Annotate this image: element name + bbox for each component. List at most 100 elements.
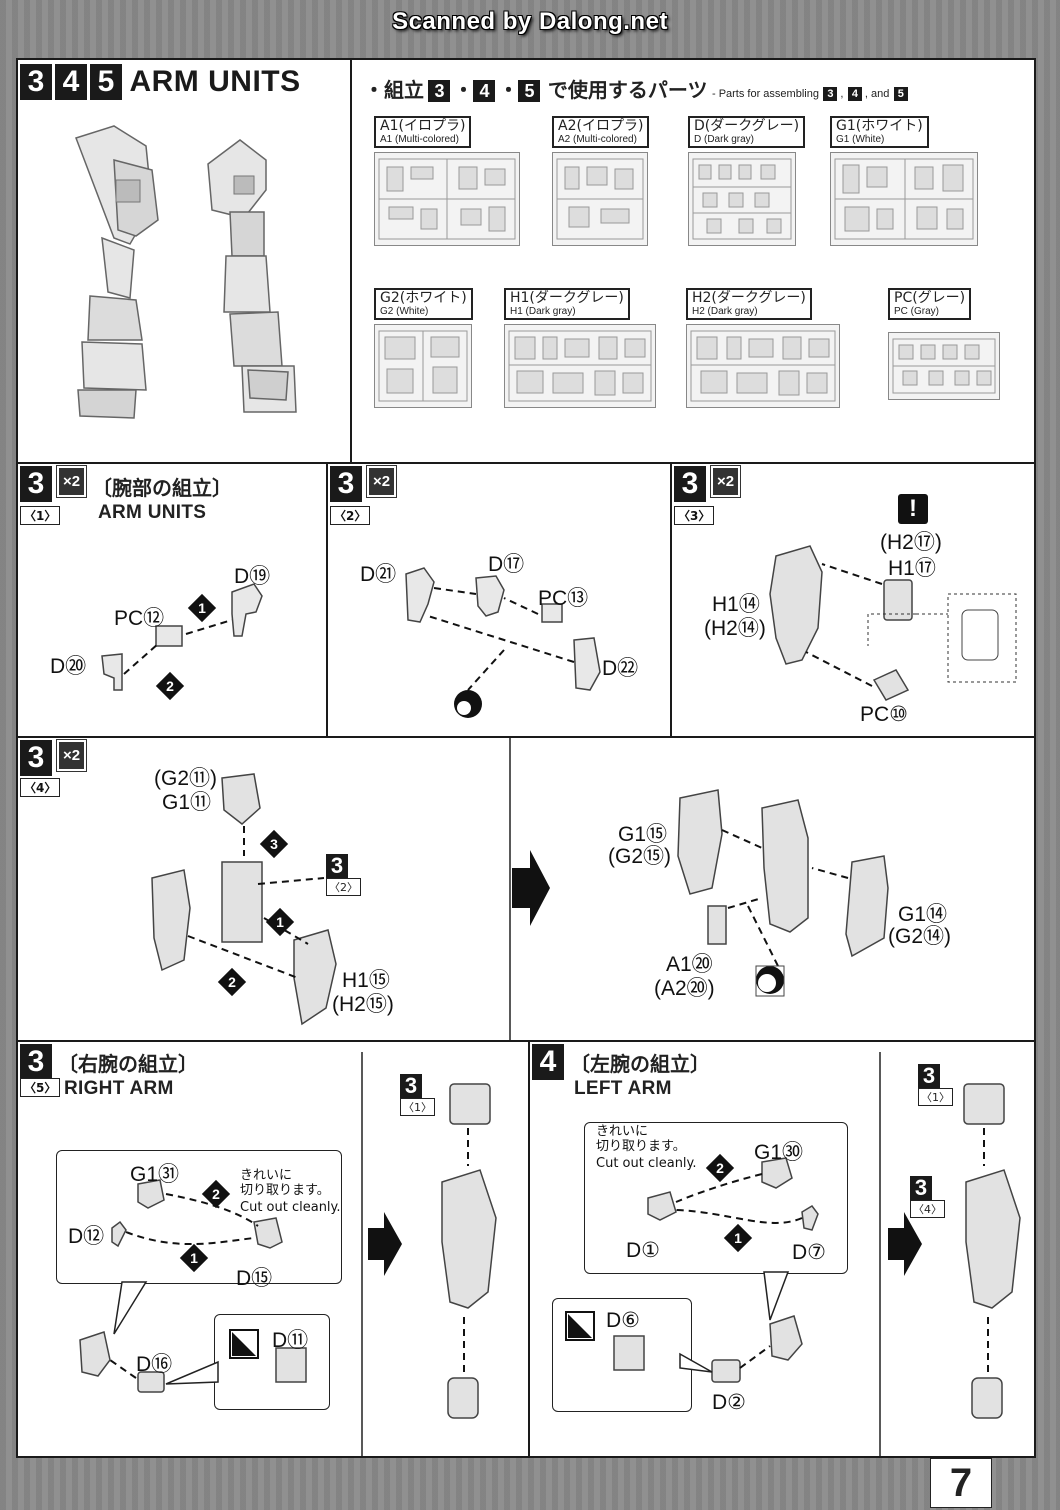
part-label: D① [626,1239,660,1262]
step-3-2-panel: 3×2 〈2〉 D㉑ D⑰ PC⑬ D㉒ [326,462,672,738]
quantity-badge: ×2 [55,739,88,772]
step-title-en: LEFT ARM [574,1078,672,1099]
reference-step: 3 〈1〉 [918,1064,953,1106]
note-en: Cut out cleanly. [240,1200,341,1215]
step-number: 3 [20,1044,52,1080]
page-number: 7 [930,1458,992,1508]
step-number: 4 [532,1044,564,1080]
part-label: (G2⑮) [608,845,671,868]
part-label: D⑯ [136,1353,173,1376]
quantity-badge: ×2 [709,465,742,498]
runner-d: D(ダークグレー)D (Dark gray) [688,116,806,246]
step-number: 3 [20,740,52,776]
part-label: G1⑪ [162,791,212,814]
callout-box [584,1122,848,1274]
runner-g2: G2(ホワイト)G2 (White) [374,288,473,408]
step-number: 3 [20,64,52,100]
part-label: D⑫ [68,1225,105,1248]
part-label: H1⑮ [342,969,390,992]
step-3-1-panel: 3×2 〈1〉 〔腕部の組立〕 ARM UNITS 1 2 D⑲ PC⑫ D⑳ [16,462,328,738]
runner-pc: PC(グレー)PC (Gray) [888,288,1000,400]
quantity-badge: ×2 [55,465,88,498]
part-label: D⑥ [606,1309,640,1332]
part-label: D⑦ [792,1241,826,1264]
runner-a2: A2(イロプラ)A2 (Multi-colored) [552,116,650,246]
part-label: D② [712,1391,746,1414]
order-marker: 2 [155,671,185,701]
warning-icon: ! [898,494,928,524]
arm-illustration [75,125,297,419]
step-title-jp: 〔右腕の組立〕 [58,1052,198,1076]
part-label: (A2⑳) [654,977,715,1000]
order-marker: 1 [265,907,295,937]
part-label: H1⑰ [888,557,936,580]
order-marker: 1 [187,593,217,623]
order-marker: 3 [259,829,289,859]
substep-label: 〈5〉 [20,1078,61,1097]
step-3-4-diagram [151,738,889,1040]
quantity-badge: ×2 [365,465,398,498]
order-marker: 2 [217,967,247,997]
step-title-jp: 〔腕部の組立〕 [92,476,232,500]
order-marker: 2 [705,1153,735,1183]
part-label: G1⑮ [618,823,668,846]
note-jp: きれいに 切り取ります。 [596,1124,686,1154]
step-3-3-panel: 3×2 〈3〉 ! (H2⑰) H1⑰ H1⑭ (H2⑭) PC⑩ [670,462,1036,738]
step-number: 3 [20,466,52,502]
step-title-jp: 〔左腕の組立〕 [570,1052,710,1076]
note-jp: きれいに 切り取ります。 [240,1168,330,1198]
step-4-diagram [565,1052,1021,1456]
part-label: G1㉚ [754,1141,804,1164]
step-3-4-panel: 3×2 〈4〉 3 1 2 3 [16,736,1036,1042]
parts-list-panel: ・組立 3・4・5 で使用するパーツ - Parts for assemblin… [350,58,1036,464]
step-number: 5 [90,64,122,100]
part-label: D⑮ [236,1267,273,1290]
part-label: D⑰ [488,553,525,576]
part-label: (H2⑰) [880,531,942,554]
part-label: G1㉛ [130,1163,180,1186]
runner-g1: G1(ホワイト)G1 (White) [830,116,978,246]
step-3-5-diagram [79,1052,497,1456]
step-number: 3 [330,466,362,502]
reference-step: 3 〈2〉 [326,854,361,896]
part-label: G1⑭ [898,903,948,926]
part-label: D㉒ [602,657,639,680]
order-marker: 2 [201,1179,231,1209]
part-label: D㉑ [360,563,397,586]
step-title-en: ARM UNITS [98,502,207,523]
reference-step: 3 〈1〉 [400,1074,435,1116]
part-label: D⑳ [50,655,87,678]
part-label: (H2⑮) [332,993,394,1016]
runner-h2: H2(ダークグレー)H2 (Dark gray) [686,288,840,408]
step-3-2-diagram [405,567,601,718]
part-label: (G2⑪) [154,767,217,790]
part-label: (H2⑭) [704,617,766,640]
step-4-panel: 4 〔左腕の組立〕 LEFT ARM 2 1 きれいに [528,1040,1036,1458]
runner-a1: A1(イロプラ)A1 (Multi-colored) [374,116,520,246]
step-title-en: RIGHT ARM [64,1078,174,1099]
step-3-3-diagram [769,545,1017,701]
step-number: 4 [55,64,87,100]
watermark: Scanned by Dalong.net [392,8,668,35]
part-label: D⑲ [234,565,271,588]
part-label: PC⑫ [114,607,165,630]
substep-label: 〈1〉 [20,506,61,525]
order-marker: 1 [179,1243,209,1273]
substep-label: 〈3〉 [674,506,715,525]
note-en: Cut out cleanly. [596,1156,697,1171]
part-label: D⑪ [272,1329,309,1352]
page-title: ARM UNITS [129,65,301,98]
part-label: H1⑭ [712,593,760,616]
part-label: PC⑬ [538,587,589,610]
substep-label: 〈2〉 [330,506,371,525]
reference-step: 3 〈4〉 [910,1176,945,1218]
part-label: (G2⑭) [888,925,951,948]
part-label: A1⑳ [666,953,713,976]
parts-list-title: ・組立 3・4・5 で使用するパーツ - Parts for assemblin… [364,74,911,103]
step-3-1-diagram [101,583,263,691]
order-marker: 1 [723,1223,753,1253]
part-label: PC⑩ [860,703,908,726]
runner-h1: H1(ダークグレー)H1 (Dark gray) [504,288,656,408]
